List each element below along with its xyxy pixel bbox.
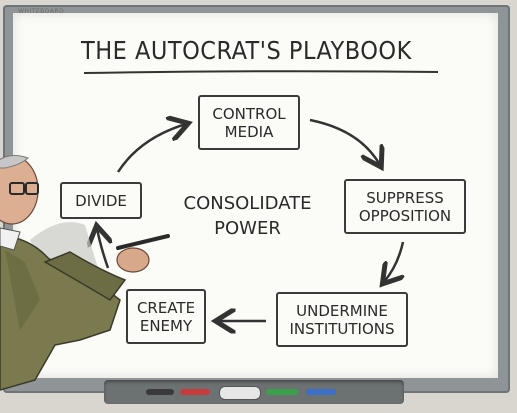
step-label: CONTROL MEDIA xyxy=(212,104,286,141)
arrow-suppress-to-undermine xyxy=(384,241,403,282)
center-label: CONSOLIDATE POWER xyxy=(183,193,312,239)
step-create-enemy: CREATE ENEMY xyxy=(126,289,206,344)
marker-tray xyxy=(104,380,404,404)
arrow-divide-to-media xyxy=(116,124,186,173)
whiteboard-brand: WHITEBOARD xyxy=(18,8,65,15)
step-label: DIVIDE xyxy=(75,191,127,210)
marker-red xyxy=(180,389,210,395)
step-label: CREATE ENEMY xyxy=(136,298,196,335)
arrow-media-to-suppress xyxy=(309,118,380,165)
step-undermine-institutions: UNDERMINE INSTITUTIONS xyxy=(276,292,408,347)
marker-black xyxy=(146,389,174,395)
arrow-enemy-to-divide xyxy=(97,228,108,269)
step-divide: DIVIDE xyxy=(60,182,142,219)
marker-blue xyxy=(306,389,336,395)
eraser xyxy=(219,386,261,400)
marker-green xyxy=(266,389,298,395)
step-label: UNDERMINE INSTITUTIONS xyxy=(289,301,395,338)
step-control-media: CONTROL MEDIA xyxy=(198,95,300,150)
step-label: SUPPRESS OPPOSITION xyxy=(358,188,452,225)
step-suppress-opposition: SUPPRESS OPPOSITION xyxy=(344,179,466,234)
board-title: THE AUTOCRAT'S PLAYBOOK xyxy=(81,36,412,65)
